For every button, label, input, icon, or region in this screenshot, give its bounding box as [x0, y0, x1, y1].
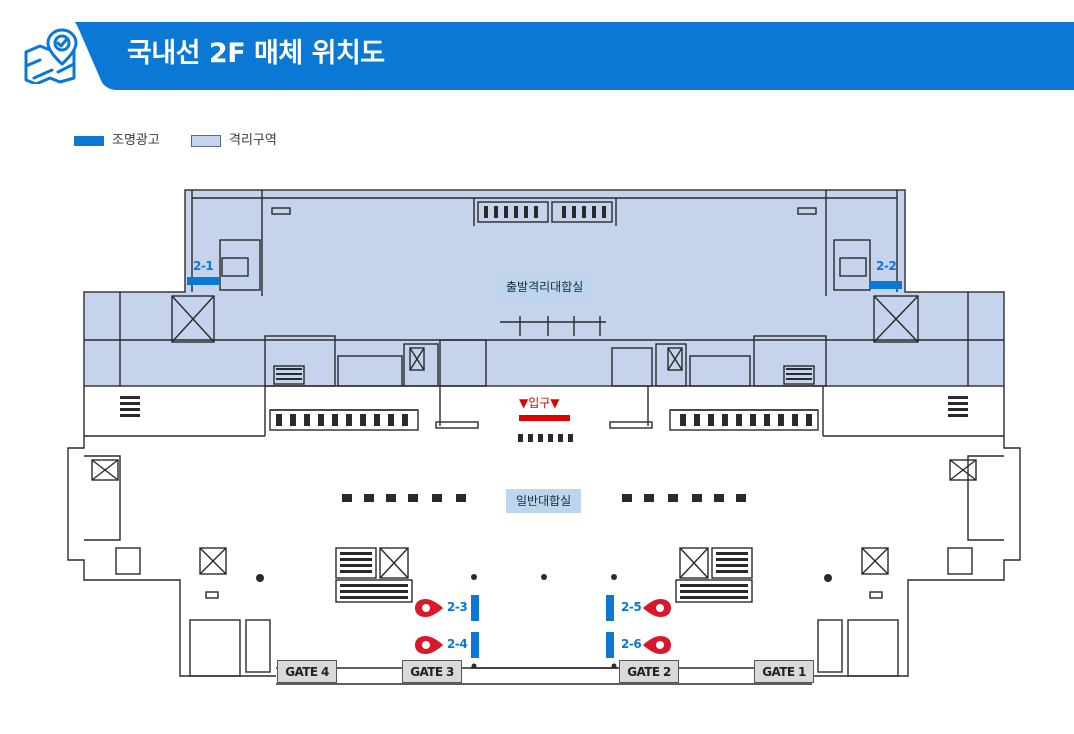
location-pin-icon — [643, 636, 671, 654]
legend-swatch-restricted-zone — [191, 135, 221, 147]
header-bar — [74, 22, 1074, 90]
location-pin-icon — [415, 636, 443, 654]
entrance-label: ▼입구▼ — [519, 396, 560, 410]
legend-label: 격리구역 — [229, 133, 277, 148]
gate-2: GATE 2 — [619, 660, 679, 683]
media-bar-2-5 — [606, 595, 614, 621]
media-bar-2-1 — [187, 277, 220, 285]
media-label-2-6: 2-6 — [621, 637, 642, 651]
legend-label: 조명광고 — [112, 133, 160, 148]
room-label-departure-lounge: 출발격리대합실 — [496, 275, 594, 299]
media-label-2-3: 2-3 — [447, 600, 468, 614]
floor-plan-details — [120, 206, 968, 669]
page-title: 국내선 2F 매체 위치도 — [127, 38, 385, 69]
media-bar-2-6 — [606, 632, 614, 658]
location-pin-icon — [415, 599, 443, 617]
media-label-2-4: 2-4 — [447, 637, 468, 651]
gate-4: GATE 4 — [277, 660, 337, 683]
legend-swatch-illuminated-ad — [74, 136, 104, 146]
entrance-marker — [519, 415, 570, 421]
media-bar-2-4 — [471, 632, 479, 658]
map-pin-check-icon — [24, 28, 78, 84]
gate-1: GATE 1 — [754, 660, 814, 683]
media-bar-2-2 — [869, 281, 902, 289]
media-label-2-5: 2-5 — [621, 600, 642, 614]
media-bar-2-3 — [471, 595, 479, 621]
media-label-2-2: 2-2 — [876, 259, 897, 273]
room-label-general-lounge: 일반대합실 — [506, 489, 582, 513]
media-label-2-1: 2-1 — [193, 259, 214, 273]
location-pin-icon — [643, 599, 671, 617]
floor-plan-walls — [67, 190, 1021, 685]
gate-3: GATE 3 — [402, 660, 462, 683]
